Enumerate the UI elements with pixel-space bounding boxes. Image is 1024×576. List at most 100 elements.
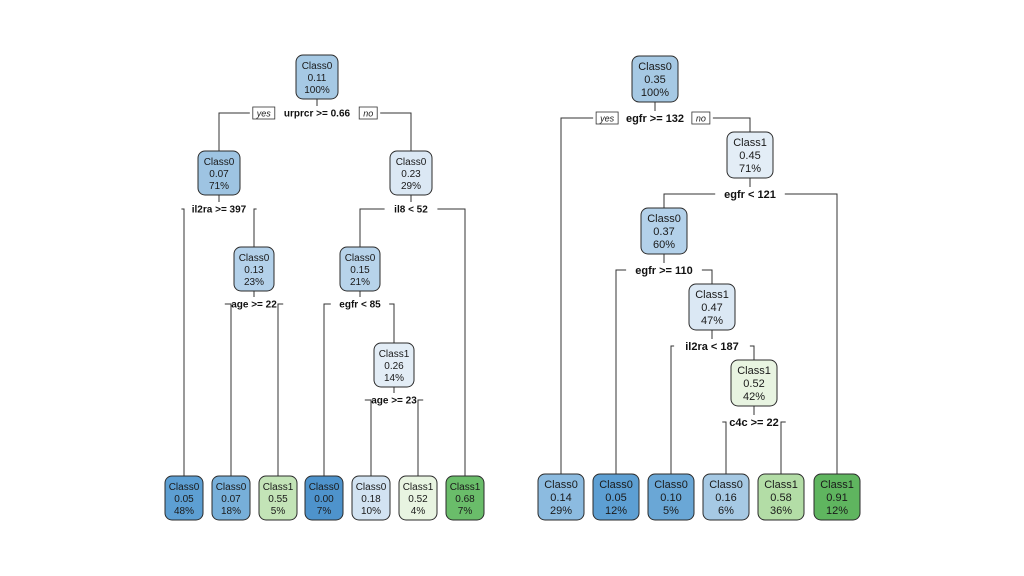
tree-edge <box>780 421 786 474</box>
node-box <box>398 475 438 521</box>
node-percent: 7% <box>458 506 473 517</box>
tree-edge <box>359 208 385 247</box>
node-probability: 0.11 <box>308 73 327 84</box>
node-box <box>197 150 241 196</box>
node-percent: 7% <box>317 506 332 517</box>
tree-edge <box>218 112 250 151</box>
tree-edge <box>380 112 412 151</box>
node-box <box>445 475 485 521</box>
node-probability: 0.91 <box>826 492 847 504</box>
node-box <box>537 473 585 521</box>
node-box <box>702 473 750 521</box>
node-class-label: Class0 <box>302 61 333 72</box>
node-class-label: Class1 <box>263 482 294 493</box>
yes-box <box>595 111 619 125</box>
node-probability: 0.45 <box>739 150 760 162</box>
node-class-label: Class1 <box>733 137 767 149</box>
no-label: no <box>363 109 373 119</box>
tree-edge <box>615 269 627 474</box>
node-class-label: Class0 <box>169 482 200 493</box>
node-class-label: Class0 <box>599 479 633 491</box>
node-percent: 60% <box>653 239 675 251</box>
node-box <box>647 473 695 521</box>
split-label: il8 < 52 <box>394 205 428 216</box>
tree-edge <box>389 303 395 343</box>
node-percent: 47% <box>701 315 723 327</box>
node-box <box>373 342 415 388</box>
node-class-label: Class0 <box>345 253 376 264</box>
node-percent: 100% <box>641 87 669 99</box>
split-condition: egfr >= 110 <box>635 265 693 277</box>
node-class-label: Class1 <box>379 349 410 360</box>
node-box <box>730 359 778 407</box>
node-box <box>592 473 640 521</box>
node-box <box>640 207 688 255</box>
node-probability: 0.52 <box>743 378 764 390</box>
node-class-label: Class0 <box>204 157 235 168</box>
node-percent: 29% <box>401 181 421 192</box>
tree-edge <box>722 421 727 474</box>
split-label: il2ra < 187 <box>685 341 739 353</box>
node-probability: 0.55 <box>268 494 288 505</box>
node-box <box>688 283 736 331</box>
node-percent: 48% <box>174 506 194 517</box>
node-probability: 0.00 <box>314 494 334 505</box>
node-percent: 10% <box>361 506 381 517</box>
split-label: egfr < 85 <box>339 300 381 311</box>
tree-edge <box>437 208 466 476</box>
tree-edges <box>181 99 838 476</box>
tree-edge <box>277 303 284 476</box>
node-probability: 0.23 <box>401 169 421 180</box>
tree-edge <box>712 117 751 132</box>
node-class-label: Class1 <box>450 482 481 493</box>
node-box <box>757 473 805 521</box>
tree-edge <box>784 193 838 474</box>
node-box <box>304 475 344 521</box>
node-class-label: Class1 <box>403 482 434 493</box>
yes-label: yes <box>599 114 615 124</box>
split-label: egfr < 121 <box>724 189 776 201</box>
node-percent: 12% <box>826 505 848 517</box>
node-box <box>164 475 204 521</box>
node-class-label: Class0 <box>638 61 672 73</box>
node-percent: 29% <box>550 505 572 517</box>
node-box <box>258 475 298 521</box>
no-box <box>358 106 378 120</box>
node-class-label: Class0 <box>709 479 743 491</box>
node-percent: 21% <box>350 277 370 288</box>
split-condition: age >= 23 <box>371 396 417 407</box>
tree-edge <box>253 208 257 247</box>
node-percent: 36% <box>770 505 792 517</box>
node-percent: 42% <box>743 391 765 403</box>
split-condition: il2ra >= 397 <box>192 205 247 216</box>
tree-edge <box>560 117 594 474</box>
split-condition: il2ra < 187 <box>685 341 739 353</box>
node-percent: 6% <box>718 505 734 517</box>
node-class-label: Class0 <box>647 213 681 225</box>
node-box <box>389 150 433 196</box>
node-box <box>233 246 275 292</box>
node-probability: 0.18 <box>361 494 381 505</box>
tree-edge <box>749 345 755 360</box>
node-percent: 5% <box>271 506 286 517</box>
node-box <box>726 131 774 179</box>
tree-edge <box>364 399 372 476</box>
node-class-label: Class0 <box>356 482 387 493</box>
node-percent: 14% <box>384 373 404 384</box>
